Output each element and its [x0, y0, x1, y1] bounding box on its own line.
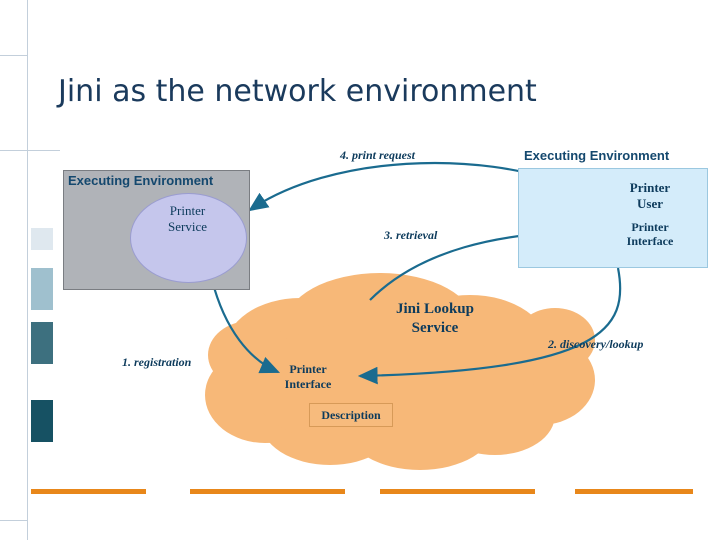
decor-swatch-2	[31, 268, 53, 310]
printer-user-label-line1: Printer	[629, 180, 671, 195]
decor-underline-4	[575, 489, 693, 494]
jini-lookup-service-label: Jini Lookup Service	[360, 300, 510, 338]
page-title: Jini as the network environment	[58, 74, 537, 109]
right-executing-environment-label: Executing Environment	[524, 148, 670, 163]
right-executing-environment-box	[518, 168, 708, 268]
printer-interface-right-label: Printer Interface	[600, 220, 700, 249]
decor-underline-1	[31, 489, 146, 494]
decor-swatch-3	[31, 322, 53, 364]
decor-swatch-1	[31, 228, 53, 250]
left-executing-environment-label: Executing Environment	[68, 173, 214, 188]
decor-horizontal-line-bottom	[0, 520, 27, 521]
step-label-2: 2. discovery/lookup	[548, 337, 644, 351]
printer-user-label: Printer User	[600, 180, 700, 211]
description-box: Description	[309, 403, 393, 427]
description-label: Description	[321, 407, 381, 422]
printer-service-label: Printer Service	[130, 203, 245, 236]
decor-underline-3	[380, 489, 535, 494]
decor-underline-2	[190, 489, 345, 494]
step-label-3: 3. retrieval	[384, 228, 438, 242]
printer-service-label-line2: Service	[168, 219, 207, 235]
jini-lookup-service-line2: Service	[411, 319, 459, 336]
decor-swatch-4	[31, 400, 53, 442]
arrow-registration	[210, 279, 281, 374]
decor-horizontal-line-mid	[0, 150, 60, 151]
arrow-discovery-lookup	[357, 267, 622, 385]
printer-service-ellipse	[130, 193, 247, 283]
jini-lookup-service-line1: Jini Lookup	[396, 301, 474, 317]
cloud-printer-interface-line2: Interface	[284, 377, 332, 391]
printer-service-label-line1: Printer	[169, 203, 206, 218]
step-label-4: 4. print request	[340, 148, 416, 162]
cloud-printer-interface-label: Printer Interface	[275, 362, 341, 392]
decor-horizontal-line-top	[0, 55, 27, 56]
jini-lookup-cloud	[205, 273, 595, 470]
printer-user-label-line2: User	[637, 195, 663, 211]
step-label-1: 1. registration	[122, 355, 192, 369]
printer-interface-right-line1: Printer	[631, 220, 669, 234]
printer-interface-right-line2: Interface	[626, 234, 674, 249]
decor-vertical-line-left	[27, 0, 28, 540]
cloud-printer-interface-line1: Printer	[289, 362, 327, 376]
